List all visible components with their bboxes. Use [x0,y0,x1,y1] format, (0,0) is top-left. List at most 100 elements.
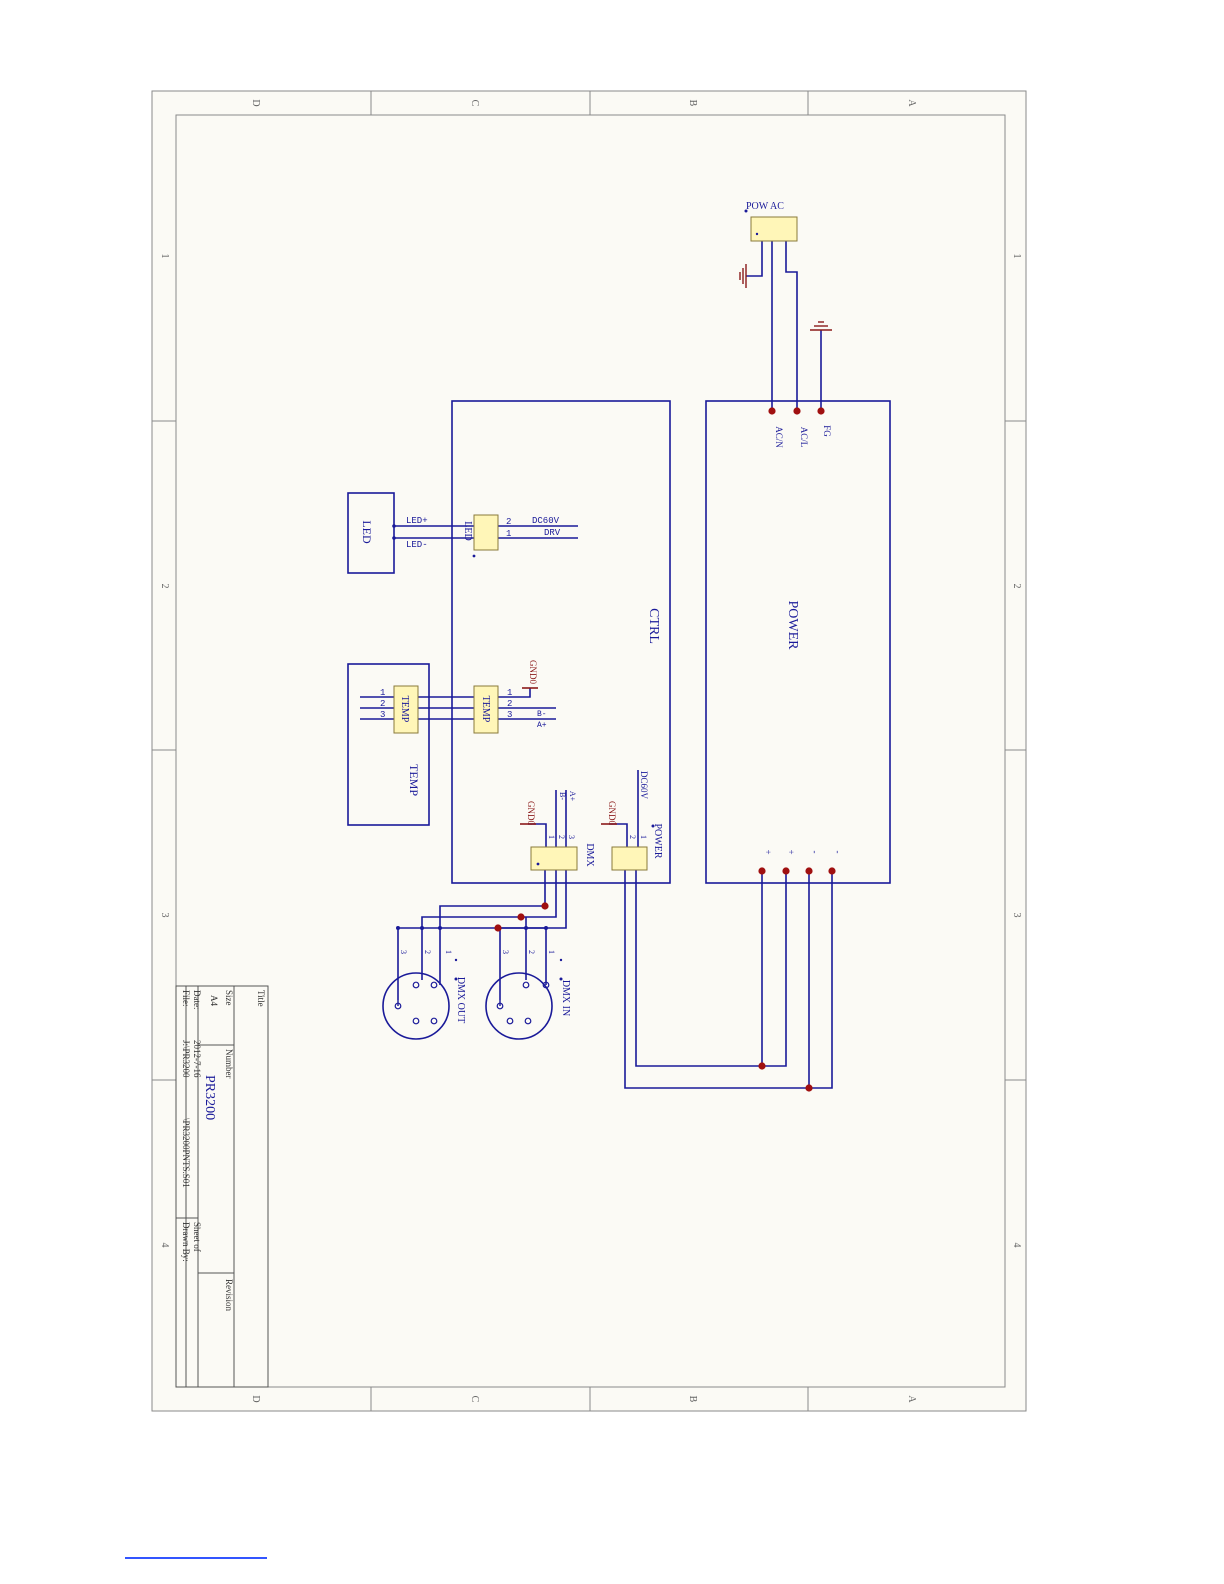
sheet-frame-outer [151,90,1027,1412]
zone-col-d-top: D [250,99,261,106]
led-minus-junction [392,536,396,540]
dmxout-pin-2: 2 [423,950,432,954]
power-connector-label: POWER [652,824,663,859]
zone-row-3-left: 3 [159,913,170,918]
file-label: File: [181,990,191,1007]
dmx-in-xlr [485,972,553,1040]
net-pw-plus-1: + [763,849,773,854]
file-value: J:\PR3200 [181,1040,191,1078]
dmxin-junction-2 [524,926,528,930]
zone-col-b-bottom: B [687,1396,698,1403]
zone-row-2-left: 2 [159,584,170,589]
title-block [175,985,269,1388]
zone-row-4-left: 4 [159,1243,170,1248]
temp-block-label: TEMP [407,764,421,796]
footer-rule [125,1557,267,1559]
net-fg: FG [822,425,832,437]
zone-col-c-top: C [469,100,480,107]
earth-ground-icon [739,264,747,288]
net-drv: DRV [544,528,561,538]
dmx-out-xlr [382,972,450,1040]
power-block [705,400,891,884]
temp2-pin-3: 3 [507,710,512,720]
pow-ac-label: POW AC [746,201,784,212]
dmxout-pin1-dot [454,958,458,962]
temp-connector-a-label: TEMP [399,696,410,723]
temp-connector-b-label: TEMP [480,696,491,723]
size-value: A4 [209,995,219,1006]
net-ac-l: AC/L [799,427,809,448]
zone-col-d-bottom: D [250,1395,261,1402]
net-gnd0-dmx: GND0 [526,801,536,825]
led-pin-1: 1 [506,529,511,539]
temp-connector-b [473,685,499,734]
dmxin-junction-3 [544,926,548,930]
dmx-in-dot [559,977,563,981]
temp2-pin-1: 1 [507,688,512,698]
net-led-minus: LED- [406,540,428,550]
zone-col-a-top: A [906,99,917,107]
zone-row-2-right: 2 [1011,584,1022,589]
drawn-by-label: Drawn By: [181,1222,191,1262]
zone-row-4-right: 4 [1011,1243,1022,1248]
dmxin-pin-2: 2 [527,950,536,954]
dmxout-pin-1: 1 [444,950,453,954]
revision-label: Revision [224,1279,234,1312]
net-dc60v-power: DC60V [639,771,649,800]
power-pin-1: 1 [639,835,648,839]
dmx-pin-3: 3 [567,835,576,839]
net-ac-n: AC/N [774,426,784,448]
pow-ac-dot [744,209,748,213]
net-pw-minus-1: - [810,851,820,854]
dmx-out-label: DMX OUT [455,977,466,1023]
temp-pin-1: 1 [380,688,385,698]
net-pw-plus-2: + [786,849,796,854]
led-connector [473,514,499,551]
temp-connector-a [393,685,419,734]
net-b-minus: B- [537,710,547,719]
power-block-label: POWER [785,601,800,651]
dmxin-pin-3: 3 [501,950,510,954]
number-label: Number [224,1049,234,1079]
file-name: \PR3200PNTS.S01 [181,1118,191,1188]
date-value: 2012-7-16 [192,1040,202,1078]
fg-ground-icon [810,321,832,331]
temp-block [347,663,430,826]
net-dmx-b: B- [558,792,567,800]
net-led-plus: LED+ [406,516,428,526]
dmx-in-label: DMX IN [560,980,571,1016]
net-gnd0-temp: GND0 [528,660,538,684]
led-conn-dot [472,554,476,558]
zone-row-1-left: 1 [159,254,170,259]
net-gnd0-power: GND0 [607,801,617,825]
zone-dividers [152,91,1026,1411]
title-label: Title [256,990,266,1007]
net-dc60v: DC60V [532,516,560,526]
dmx-out-dot [454,977,458,981]
net-dmx-a: A+ [568,791,577,802]
temp-pin-3: 3 [380,710,385,720]
dmxout-junction-1 [396,926,400,930]
dmx-conn-dot [536,862,540,866]
date-label: Date: [192,990,202,1010]
dmx-pin-1: 1 [547,835,556,839]
dmxout-pin-3: 3 [399,950,408,954]
zone-col-b-top: B [687,100,698,107]
dmx-connector [530,846,578,871]
dmxout-junction-3 [438,926,442,930]
led-block-label: LED [360,520,374,544]
power-pin-2: 2 [628,835,637,839]
net-a-plus: A+ [537,721,547,730]
sheet-label: Sheet of [192,1222,202,1252]
dmxout-junction-2 [420,926,424,930]
ctrl-block-label: CTRL [646,608,661,644]
led-pin-2: 2 [506,517,511,527]
pow-ac-pin1-dot [755,232,759,236]
zone-col-a-bottom: A [906,1395,917,1403]
power-connector-dot [651,824,655,828]
dmxin-pin-1: 1 [547,950,556,954]
led-connector-label: LED [462,521,473,540]
zone-row-3-right: 3 [1011,913,1022,918]
power-connector [611,846,648,871]
